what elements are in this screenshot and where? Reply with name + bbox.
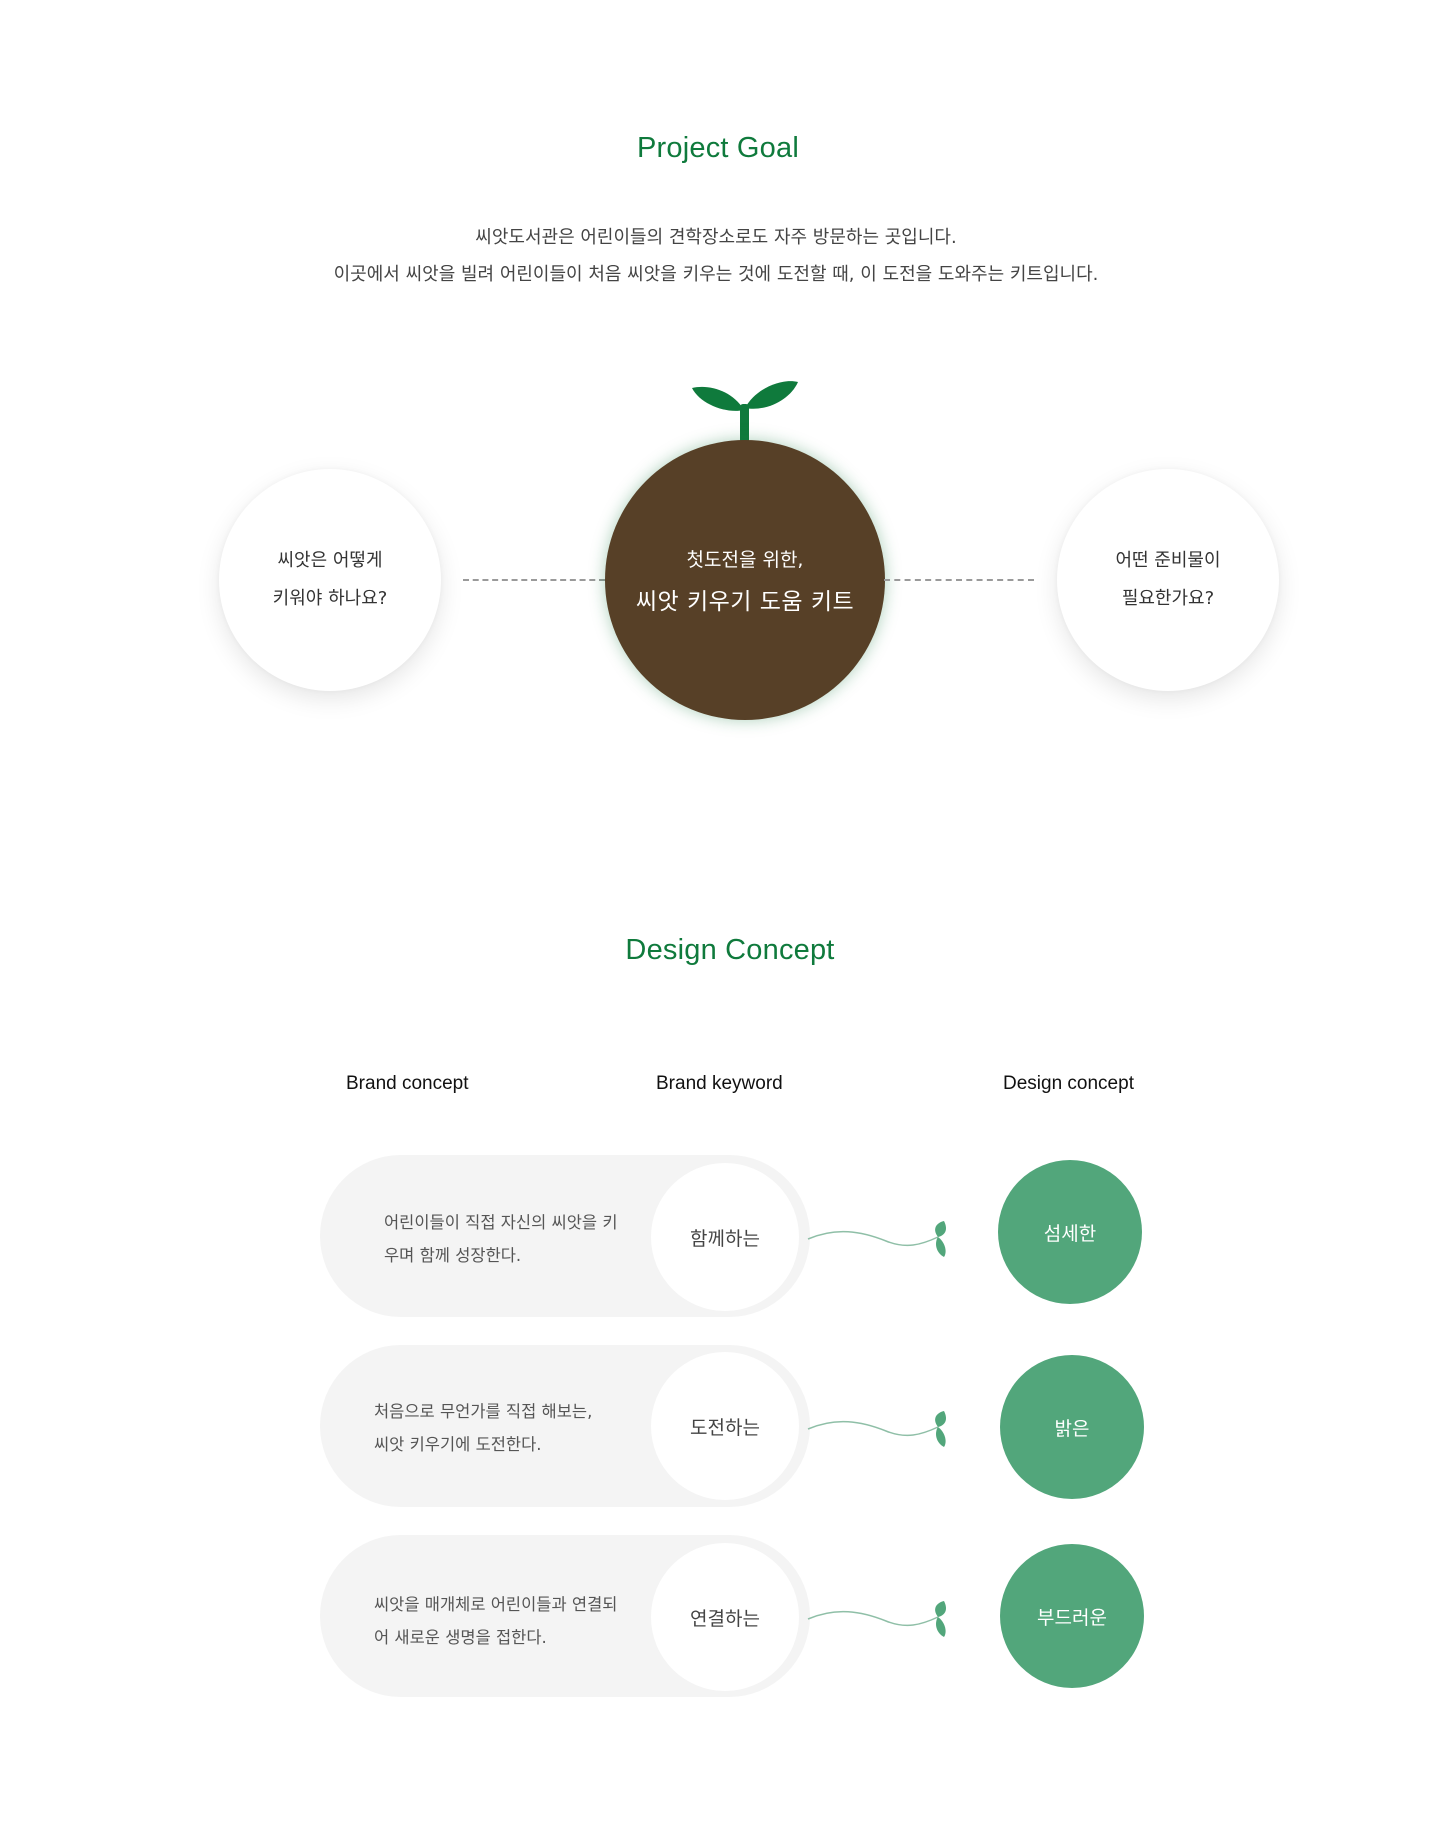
intro-line-2: 이곳에서 씨앗을 빌려 어린이들이 처음 씨앗을 키우는 것에 도전할 때, 이… bbox=[333, 264, 1099, 285]
design-concept-title: Design Concept bbox=[625, 934, 835, 966]
design-concept-circle: 밝은 bbox=[1000, 1355, 1144, 1499]
question-line: 키워야 하나요? bbox=[272, 588, 388, 609]
design-concept-circle: 섬세한 bbox=[998, 1160, 1142, 1304]
question-line: 어떤 준비물이 bbox=[1115, 550, 1221, 571]
column-header-brand-concept: Brand concept bbox=[346, 1073, 469, 1094]
question-line: 씨앗은 어떻게 bbox=[277, 550, 383, 571]
brand-concept-text: 씨앗을 매개체로 어린이들과 연결되 어 새로운 생명을 접한다. bbox=[374, 1595, 618, 1647]
seed-kit-title: 씨앗 키우기 도움 키트 bbox=[635, 588, 855, 615]
brand-concept-text: 어린이들이 직접 자신의 씨앗을 키 우며 함께 성장한다. bbox=[384, 1213, 618, 1265]
question-line: 필요한가요? bbox=[1121, 588, 1215, 609]
column-header-design-concept: Design concept bbox=[1003, 1073, 1134, 1094]
sprout-icon bbox=[692, 381, 798, 448]
vine-leaf-icon bbox=[807, 1411, 946, 1447]
vine-leaf-icon bbox=[807, 1221, 946, 1257]
dashed-connector-left bbox=[463, 579, 605, 581]
question-circle-supplies: 어떤 준비물이 필요한가요? bbox=[1057, 469, 1279, 691]
brand-keyword-circle: 함께하는 bbox=[651, 1163, 799, 1311]
dashed-connector-right bbox=[884, 579, 1034, 581]
design-concept-circle: 부드러운 bbox=[1000, 1544, 1144, 1688]
project-goal-title: Project Goal bbox=[637, 132, 799, 164]
column-header-brand-keyword: Brand keyword bbox=[656, 1073, 783, 1094]
brand-concept-text: 처음으로 무언가를 직접 해보는, 씨앗 키우기에 도전한다. bbox=[374, 1402, 593, 1454]
intro-line-1: 씨앗도서관은 어린이들의 견학장소로도 자주 방문하는 곳입니다. bbox=[475, 227, 957, 248]
vine-leaf-icon bbox=[807, 1601, 946, 1637]
seed-kit-circle: 첫도전을 위한, 씨앗 키우기 도움 키트 bbox=[605, 440, 885, 720]
brand-keyword-circle: 도전하는 bbox=[651, 1352, 799, 1500]
brand-keyword-circle: 연결하는 bbox=[651, 1543, 799, 1691]
seed-kit-subtitle: 첫도전을 위한, bbox=[686, 548, 804, 571]
question-circle-how-to-grow: 씨앗은 어떻게 키워야 하나요? bbox=[219, 469, 441, 691]
